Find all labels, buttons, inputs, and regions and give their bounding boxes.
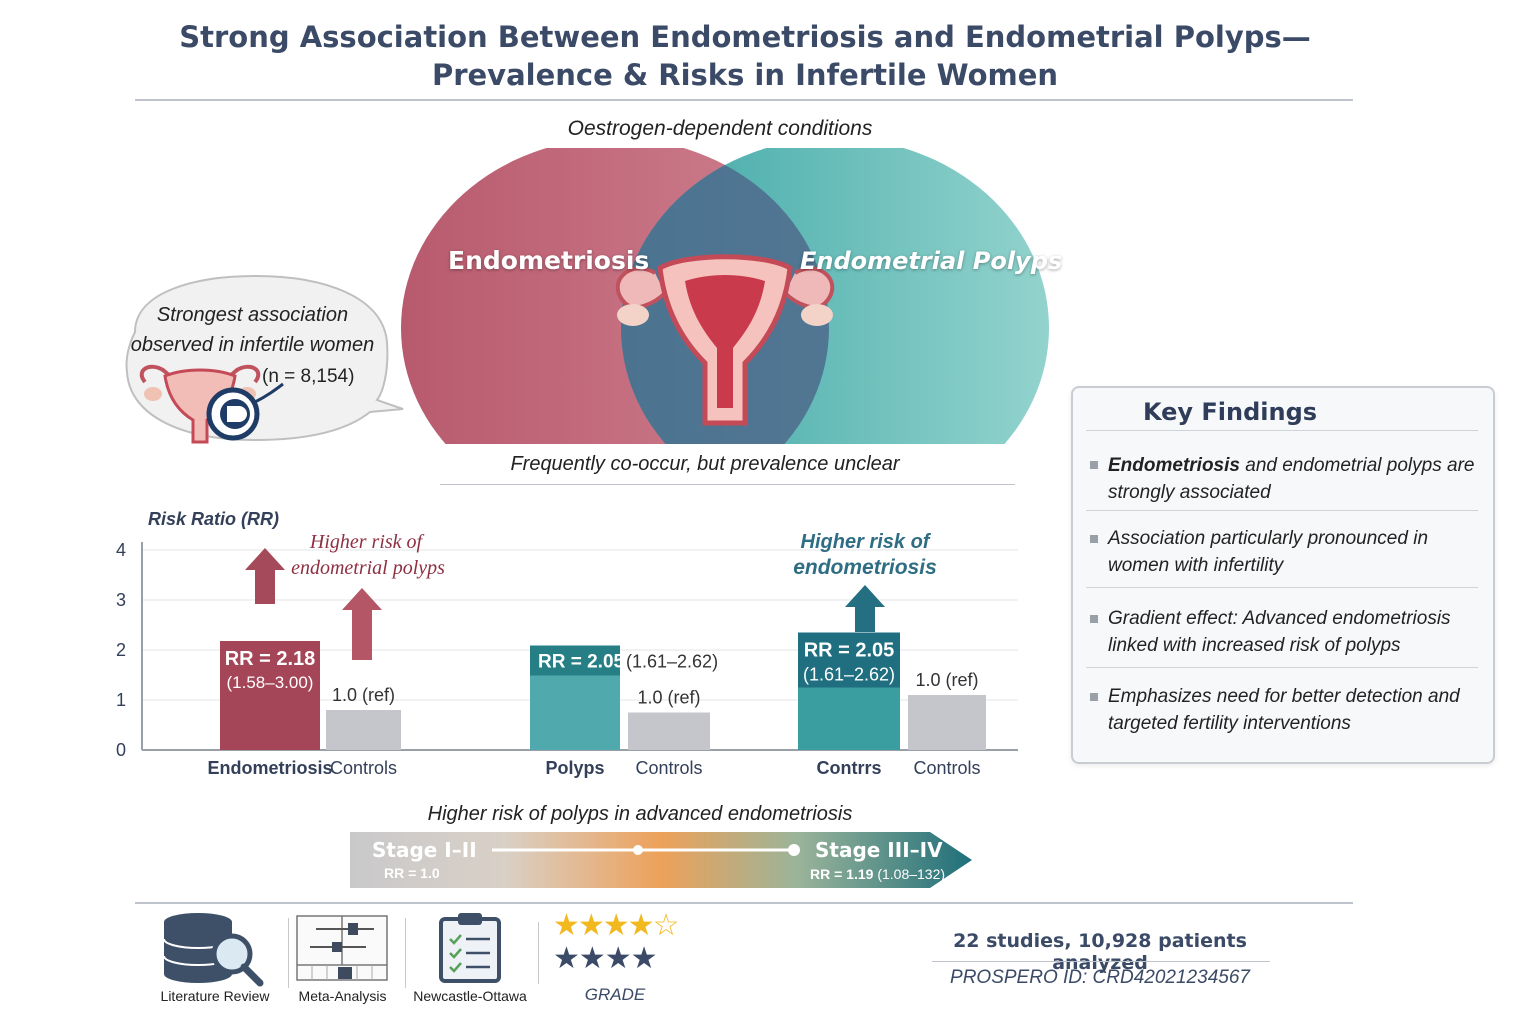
method-divider	[538, 922, 539, 984]
method-literature-review: Literature Review	[160, 988, 270, 1004]
key-finding-3: Gradient effect: Advanced endometriosis …	[1108, 605, 1478, 659]
infertility-uterus-icon	[139, 364, 284, 444]
x-category-label: Contrrs	[816, 758, 881, 778]
bar-1-1	[628, 712, 710, 750]
key-finding-1: Endometriosis and endometrial polyps are…	[1108, 452, 1478, 506]
value-label-bg	[530, 645, 620, 676]
venn-top-label: Oestrogen-dependent conditions	[567, 117, 873, 140]
venn-divider	[440, 484, 1015, 485]
up-arrow-icon	[845, 585, 885, 632]
stage-gradient-bar	[350, 832, 972, 888]
ref-label: 1.0 (ref)	[637, 688, 700, 708]
bubble-text: Strongest association observed in infert…	[130, 304, 375, 356]
annotation-polyps-line2: endometrial polyps	[291, 557, 445, 579]
key-finding-2: Association particularly pronounced in w…	[1108, 525, 1478, 579]
ci-label: (1.58–3.00)	[227, 673, 314, 692]
bullet-icon	[1090, 461, 1098, 469]
bubble-sample-size: (n = 8,154)	[262, 366, 355, 387]
key-findings-title: Key Findings	[1142, 398, 1318, 426]
y-tick-label: 4	[116, 540, 126, 560]
venn-caption: Frequently co-occur, but prevalence uncl…	[510, 453, 900, 475]
bar-0-0	[220, 641, 320, 750]
method-meta-analysis: Meta-Analysis	[298, 988, 387, 1004]
stage-advanced-rr-wrap: RR = 1.19 (1.08–132)	[810, 866, 945, 882]
method-divider	[288, 918, 289, 988]
clipboard-checklist-icon	[439, 913, 501, 983]
database-search-icon	[163, 913, 264, 987]
bar-2-1	[908, 695, 986, 750]
stage-early-rr: RR = 1.0	[384, 865, 440, 881]
page-title: Strong Association Between Endometriosis…	[179, 20, 1311, 92]
key-findings-title-rule	[1086, 430, 1478, 431]
gradient-endpoint	[788, 844, 800, 856]
x-category-label: Endometriosis	[207, 758, 332, 778]
navy-stars-icon: ★★★★	[553, 942, 658, 975]
stage-advanced-rr: RR = 1.19	[810, 866, 874, 882]
bullet-icon	[1090, 615, 1098, 623]
x-category-label: Controls	[913, 758, 980, 778]
y-tick-label: 0	[116, 740, 126, 760]
key-finding-separator	[1086, 587, 1478, 588]
gradient-midpoint	[633, 845, 643, 855]
ci-label: (1.61–2.62)	[803, 665, 895, 685]
venn-left-label: Endometriosis	[448, 246, 650, 275]
y-tick-label: 2	[116, 640, 126, 660]
studies-summary: 22 studies, 10,928 patients analyzed	[953, 930, 1247, 974]
x-category-label: Controls	[330, 758, 397, 778]
forest-plot-icon	[296, 915, 388, 981]
annotation-polyps-line1: Higher risk of	[309, 531, 425, 553]
value-label: RR = 2.18	[225, 648, 316, 670]
ref-label: 1.0 (ref)	[332, 685, 395, 705]
key-finding-separator	[1086, 667, 1478, 668]
uterus-icon	[615, 254, 835, 426]
up-arrow-icon	[245, 548, 285, 604]
value-label-bg	[798, 632, 900, 688]
prospero-id: PROSPERO ID: CRD42021234567	[950, 967, 1250, 988]
venn-right-label: Endometrial Polyps	[800, 247, 1063, 275]
key-finding-3-text: Gradient effect: Advanced endometriosis …	[1108, 608, 1451, 656]
annotation-endo-line1: Higher risk of	[801, 531, 932, 553]
key-finding-1-text: and endometrial polyps are strongly asso…	[1108, 455, 1475, 503]
bullet-icon	[1090, 535, 1098, 543]
key-finding-4: Emphasizes need for better detection and…	[1108, 683, 1478, 737]
y-tick-label: 3	[116, 590, 126, 610]
method-newcastle-ottawa: Newcastle-Ottawa	[413, 988, 527, 1004]
ref-label: 1.0 (ref)	[915, 670, 978, 690]
bullet-icon	[1090, 693, 1098, 701]
method-divider	[405, 918, 406, 988]
venn-diagram	[401, 148, 1049, 444]
stage-advanced-label: Stage III–IV	[815, 838, 943, 862]
summary-divider	[932, 961, 1270, 962]
bar-0-1	[326, 710, 401, 750]
x-category-label: Controls	[635, 758, 702, 778]
key-finding-1-bold: Endometriosis	[1108, 455, 1240, 476]
gradient-caption: Higher risk of polyps in advanced endome…	[427, 803, 853, 825]
footer-divider	[135, 902, 1353, 904]
risk-ratio-chart: Risk Ratio (RR)01234EndometriosisControl…	[116, 509, 1018, 778]
ci-label: (1.61–2.62)	[626, 652, 718, 672]
key-finding-separator	[1086, 510, 1478, 511]
key-findings-panel	[1071, 386, 1495, 764]
stage-advanced-ci: (1.08–132)	[877, 866, 946, 882]
method-grade: GRADE	[584, 985, 646, 1004]
key-finding-4-text: Emphasizes need for better detection and…	[1108, 686, 1460, 734]
stage-early-label: Stage I–II	[372, 838, 477, 862]
value-label: RR = 2.05	[538, 652, 625, 673]
key-finding-2-text: Association particularly pronounced in w…	[1108, 528, 1429, 576]
title-divider	[135, 99, 1353, 101]
gold-stars-icon: ★★★★☆	[553, 909, 679, 942]
y-tick-label: 1	[116, 690, 126, 710]
up-arrow-icon	[342, 588, 382, 660]
x-category-label: Polyps	[545, 758, 604, 778]
y-axis-label: Risk Ratio (RR)	[148, 509, 279, 529]
value-label: RR = 2.05	[804, 640, 895, 662]
bar-2-0	[798, 687, 900, 750]
annotation-endo-line2: endometriosis	[793, 556, 937, 579]
